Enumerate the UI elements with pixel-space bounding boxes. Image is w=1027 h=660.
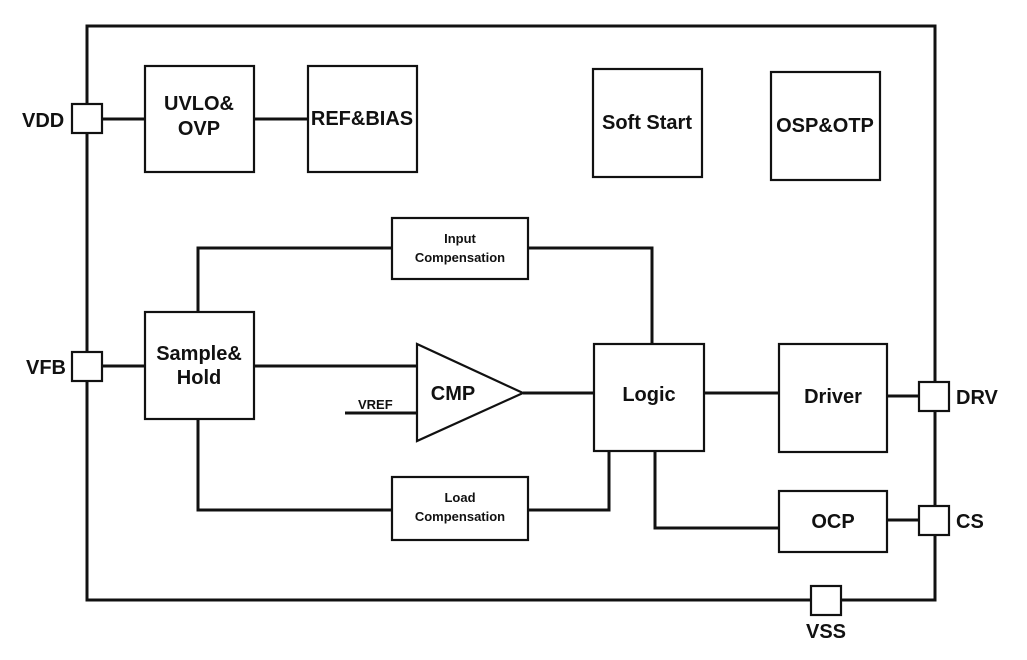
comparator: CMP	[415, 342, 526, 443]
drv-pin-label: DRV	[956, 387, 999, 409]
load-compensation-label-line2: Compensation	[415, 509, 505, 524]
soft-start-block: Soft Start	[591, 67, 704, 179]
driver-label: Driver	[804, 386, 862, 408]
input-compensation-label-line2: Compensation	[415, 250, 505, 265]
sample-hold-label-line1: Sample&	[156, 343, 242, 365]
load-compensation-label-line1: Load	[444, 490, 475, 505]
input-compensation-block: Input Compensation	[390, 216, 530, 281]
uvlo-ovp-label-line1: UVLO&	[164, 93, 234, 115]
vref-label: VREF	[358, 397, 393, 412]
vss-pin-label: VSS	[806, 621, 846, 643]
logic-label: Logic	[622, 384, 675, 406]
vss-pin: VSS	[806, 584, 846, 643]
sample-hold-block: Sample& Hold	[143, 310, 256, 421]
ref-bias-label: REF&BIAS	[311, 108, 413, 130]
ocp-label: OCP	[811, 511, 854, 533]
vfb-pin: VFB	[26, 350, 104, 383]
chip-outline	[85, 24, 937, 602]
soft-start-label: Soft Start	[602, 112, 692, 134]
uvlo-ovp-block: UVLO& OVP	[143, 64, 256, 174]
cs-pin-label: CS	[956, 511, 984, 533]
driver-block: Driver	[777, 342, 889, 454]
uvlo-ovp-label-line2: OVP	[178, 118, 220, 140]
sample-hold-label-line2: Hold	[177, 367, 221, 389]
ref-bias-block: REF&BIAS	[306, 64, 419, 174]
logic-block: Logic	[592, 342, 706, 453]
vdd-pin: VDD	[22, 102, 104, 135]
osp-otp-block: OSP&OTP	[769, 70, 882, 182]
cs-pin: CS	[917, 504, 984, 537]
vdd-pin-label: VDD	[22, 110, 64, 132]
input-compensation-label-line1: Input	[444, 231, 476, 246]
osp-otp-label: OSP&OTP	[776, 115, 874, 137]
cmp-label: CMP	[431, 383, 475, 405]
wires	[103, 117, 919, 530]
vfb-pin-label: VFB	[26, 357, 66, 379]
ocp-block: OCP	[777, 489, 889, 554]
drv-pin: DRV	[917, 380, 999, 413]
load-compensation-block: Load Compensation	[390, 475, 530, 542]
